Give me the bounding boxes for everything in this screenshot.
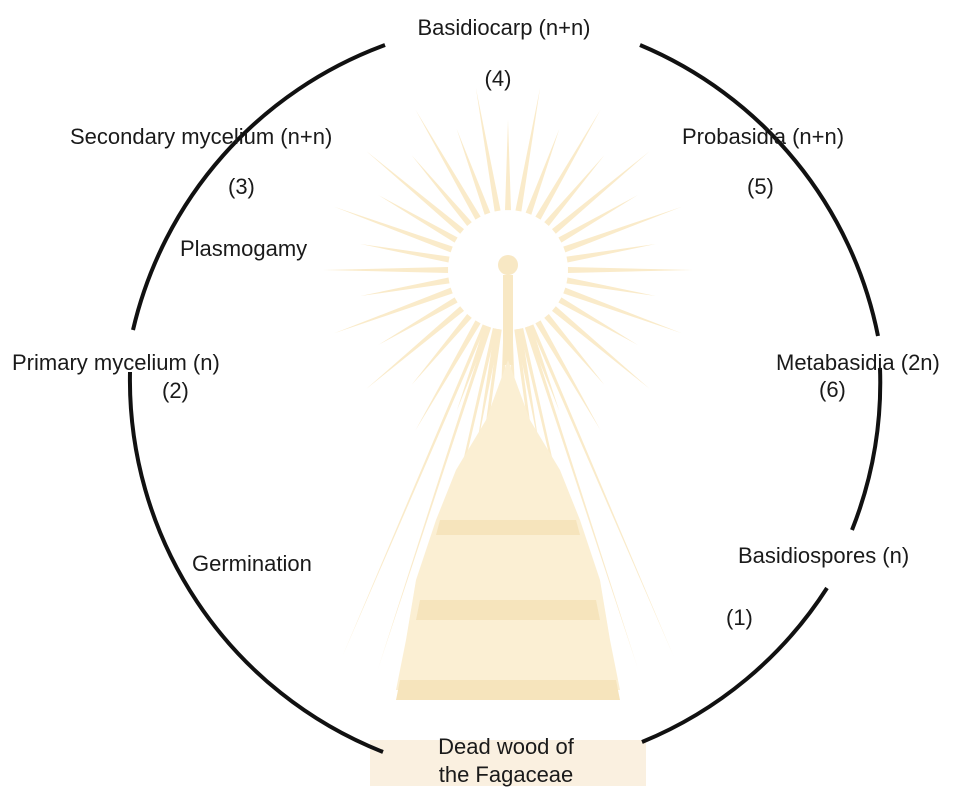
substrate-line-2: the Fagaceae [438, 761, 574, 789]
arc-metabasidia-to-basidiospores [852, 368, 880, 530]
probasidia-number: (5) [747, 176, 774, 198]
secondary-mycelium-number: (3) [228, 176, 255, 198]
substrate-line-1: Dead wood of [438, 733, 574, 761]
metabasidia-label: Metabasidia (2n) [776, 352, 940, 374]
basidiocarp-number: (4) [485, 68, 512, 90]
basidiospores-label: Basidiospores (n) [738, 545, 909, 567]
basidiocarp-label: Basidiocarp (n+n) [417, 17, 590, 39]
plasmogamy-label: Plasmogamy [180, 238, 307, 260]
primary-mycelium-number: (2) [162, 380, 189, 402]
metabasidia-number: (6) [819, 379, 846, 401]
germination-label: Germination [192, 553, 312, 575]
basidiospores-number: (1) [726, 607, 753, 629]
substrate-label: Dead wood of the Fagaceae [438, 733, 574, 789]
probasidia-label: Probasidia (n+n) [682, 126, 844, 148]
primary-mycelium-label: Primary mycelium (n) [12, 352, 220, 374]
arc-basidiocarp-to-secondary [133, 45, 385, 330]
secondary-mycelium-label: Secondary mycelium (n+n) [70, 126, 332, 148]
